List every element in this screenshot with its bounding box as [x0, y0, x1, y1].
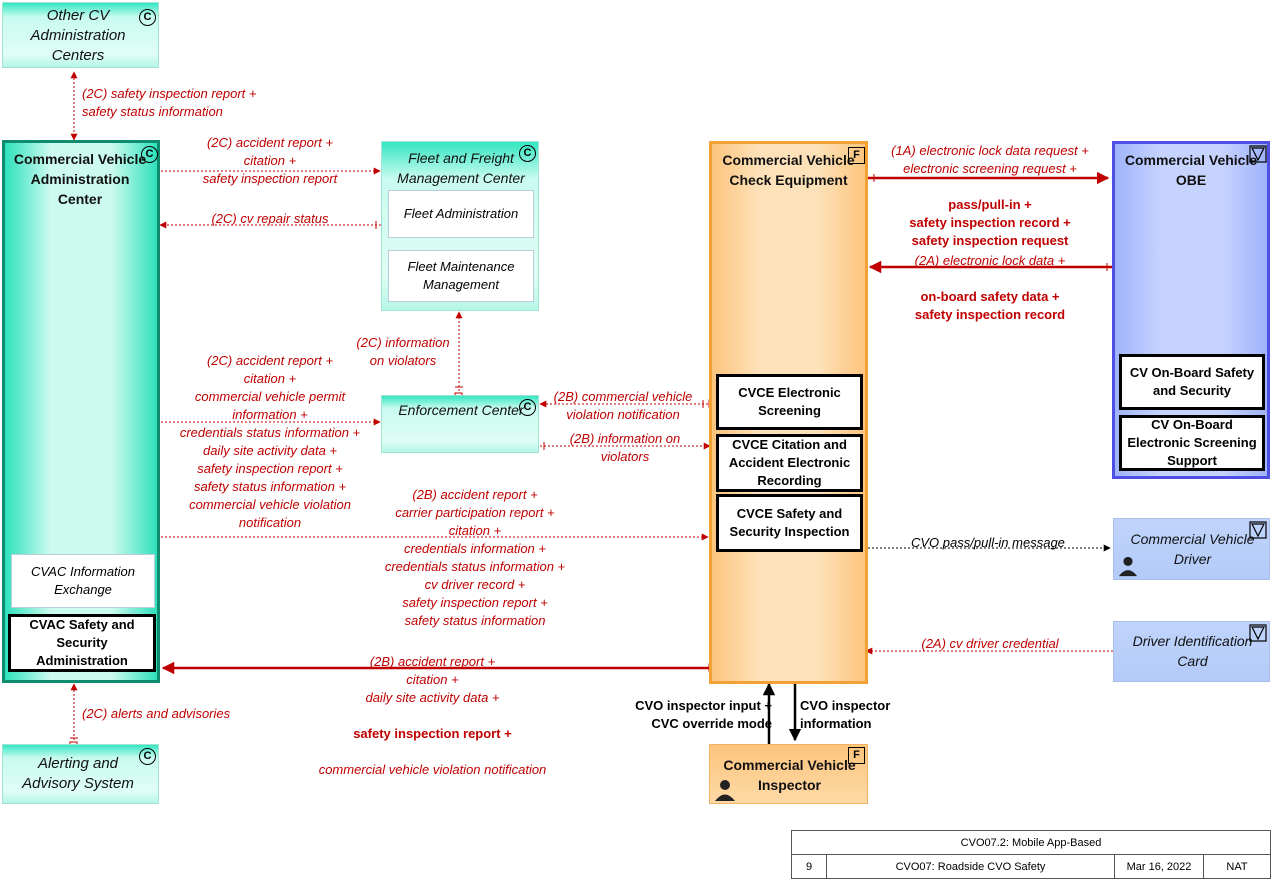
center-badge-icon: C [141, 146, 158, 163]
title-block-title: CVO07.2: Mobile App-Based [791, 830, 1271, 855]
vehicle-badge-icon [1249, 624, 1267, 642]
node-label: Commercial Vehicle Inspector [723, 757, 856, 793]
center-badge-icon: C [519, 145, 536, 162]
title-block-date: Mar 16, 2022 [1114, 854, 1204, 879]
subsystem-cvac-safety-security[interactable]: CVAC Safety and Security Administration [8, 614, 156, 672]
subsystem-cvce-electronic-screening[interactable]: CVCE Electronic Screening [716, 374, 863, 430]
flow-label-7: (2B) information on violators [569, 431, 681, 464]
node-driver-id-card[interactable]: Driver Identification Card [1113, 621, 1270, 682]
flow-label-12-a: (2A) electronic lock data + [914, 253, 1066, 268]
node-label: Commercial Vehicle Check Equipment [722, 152, 855, 188]
vehicle-badge-icon [1249, 521, 1267, 539]
flow-label-14: (2A) cv driver credential [921, 636, 1059, 651]
node-cv-obe[interactable]: Commercial Vehicle OBE CV On-Board Safet… [1112, 141, 1270, 479]
node-label: Driver Identification Card [1132, 633, 1253, 669]
node-label: Commercial Vehicle Driver [1130, 531, 1255, 567]
flow-label-11-a: (1A) electronic lock data request + elec… [891, 143, 1089, 176]
center-badge-icon: C [139, 748, 156, 765]
node-enforcement-center[interactable]: Enforcement Center C [381, 395, 539, 453]
node-fleet-freight-mgmt-center[interactable]: Fleet and Freight Management Center C Fl… [381, 141, 539, 311]
flow-label-15: CVO inspector input + CVC override mode [635, 698, 772, 731]
flow-label-1: (2C) safety inspection report + safety s… [82, 86, 257, 119]
title-block-name: CVO07: Roadside CVO Safety [826, 854, 1115, 879]
node-other-cv-admin-centers[interactable]: Other CV Administration Centers C [2, 2, 159, 68]
flow-label-13: CVO pass/pull-in message [911, 535, 1065, 550]
subsystem-cv-onboard-screening[interactable]: CV On-Board Electronic Screening Support [1119, 415, 1265, 471]
node-label: Other CV Administration Centers [30, 7, 126, 64]
flow-label-4: (2C) information on violators [356, 335, 450, 368]
flow-label-9-a: (2B) accident report + citation + daily … [365, 654, 500, 705]
flow-label-9: (2B) accident report + citation + daily … [300, 635, 565, 779]
center-badge-icon: C [139, 9, 156, 26]
node-label: Commercial Vehicle Administration Center [13, 151, 147, 207]
flow-label-12: (2A) electronic lock data + on-board saf… [880, 234, 1100, 324]
node-label: Commercial Vehicle OBE [1124, 152, 1258, 188]
subsystem-cvce-citation-recording[interactable]: CVCE Citation and Accident Electronic Re… [716, 434, 863, 492]
node-cv-administration-center[interactable]: Commercial Vehicle Administration Center… [2, 140, 160, 683]
flow-label-16: CVO inspector information [800, 698, 891, 731]
node-cv-check-equipment[interactable]: Commercial Vehicle Check Equipment F CVC… [709, 141, 868, 684]
subsystem-cvac-info-exchange[interactable]: CVAC Information Exchange [11, 554, 155, 608]
center-badge-icon: C [519, 399, 536, 416]
flow-label-8: (2B) accident report + carrier participa… [384, 487, 566, 628]
subsystem-cv-onboard-safety[interactable]: CV On-Board Safety and Security [1119, 354, 1265, 410]
person-icon [715, 780, 735, 801]
node-label: Alerting and Advisory System [22, 755, 134, 792]
field-badge-icon: F [848, 747, 865, 764]
node-label: Enforcement Center [398, 402, 524, 418]
node-alerting-advisory-system[interactable]: Alerting and Advisory System C [2, 744, 159, 804]
person-icon [1118, 556, 1138, 577]
node-cv-driver[interactable]: Commercial Vehicle Driver [1113, 518, 1270, 580]
flow-label-3: (2C) cv repair status [211, 211, 329, 226]
flow-label-10: (2C) alerts and advisories [82, 706, 231, 721]
title-block-number: 9 [791, 854, 827, 879]
subsystem-fleet-administration[interactable]: Fleet Administration [388, 190, 534, 238]
vehicle-badge-icon [1249, 145, 1267, 163]
node-cv-inspector[interactable]: Commercial Vehicle Inspector F [709, 744, 868, 804]
flow-label-11-b: pass/pull-in + safety inspection record … [909, 197, 1071, 248]
flow-label-9-c: commercial vehicle violation notificatio… [318, 762, 547, 777]
subsystem-fleet-maintenance[interactable]: Fleet Maintenance Management [388, 250, 534, 302]
flow-label-12-b: on-board safety data + safety inspection… [914, 289, 1066, 322]
node-label: Fleet and Freight Management Center [397, 150, 525, 186]
flow-label-6: (2B) commercial vehicle violation notifi… [553, 389, 693, 422]
flow-label-2: (2C) accident report + citation + safety… [202, 135, 338, 186]
flow-label-5: (2C) accident report + citation + commer… [179, 353, 361, 530]
field-badge-icon: F [848, 147, 865, 164]
title-block-scope: NAT [1203, 854, 1271, 879]
title-block: CVO07.2: Mobile App-Based 9 CVO07: Roads… [791, 830, 1271, 879]
flow-label-9-b: safety inspection report + [353, 726, 512, 741]
subsystem-cvce-safety-inspection[interactable]: CVCE Safety and Security Inspection [716, 494, 863, 552]
flow-label-11: (1A) electronic lock data request + elec… [870, 124, 1110, 250]
